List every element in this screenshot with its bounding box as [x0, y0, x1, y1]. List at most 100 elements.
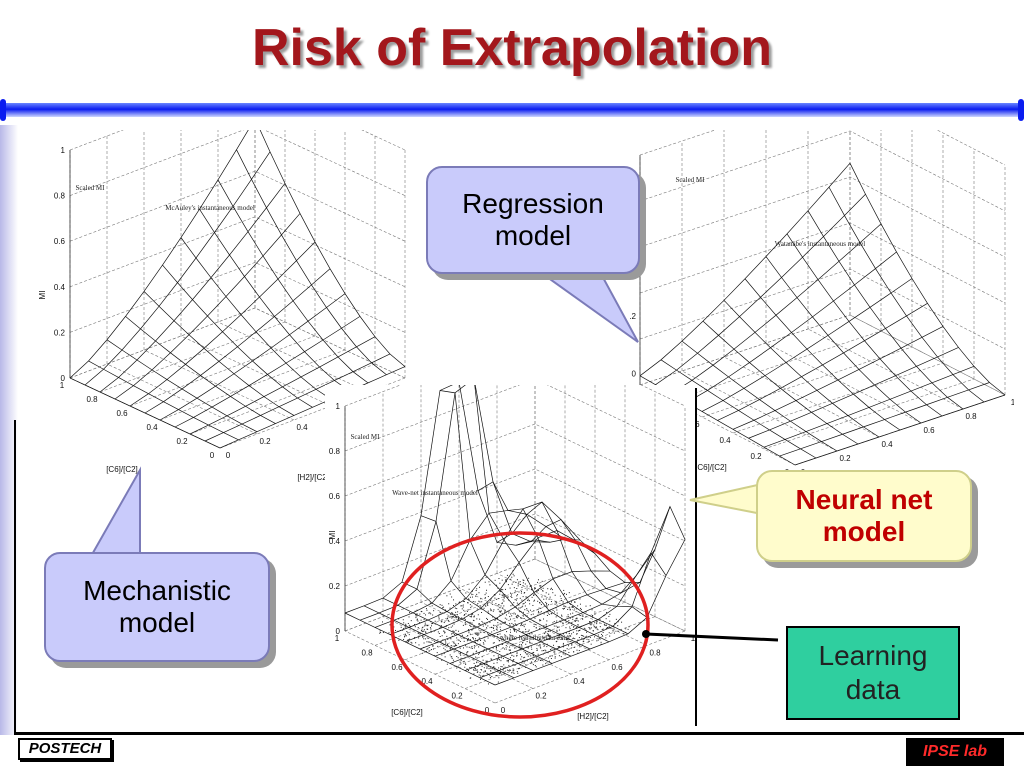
- learning-data-point: [400, 626, 402, 628]
- learning-data-point: [523, 662, 525, 664]
- learning-data-point: [575, 626, 577, 628]
- learning-data-point: [457, 619, 459, 621]
- learning-data-point: [512, 643, 514, 645]
- learning-data-point: [514, 599, 516, 601]
- learning-data-point: [467, 602, 469, 604]
- learning-data-point: [428, 650, 430, 652]
- learning-data-point: [520, 617, 522, 619]
- learning-data-point: [562, 622, 564, 624]
- learning-data-point: [461, 605, 463, 607]
- learning-data-point: [546, 602, 548, 604]
- learning-data-point: [403, 627, 405, 629]
- learning-data-point: [524, 609, 526, 611]
- learning-data-point: [459, 589, 461, 591]
- learning-data-point: [571, 624, 573, 626]
- learning-data-point: [602, 632, 604, 634]
- learning-data-point: [464, 619, 466, 621]
- learning-data-point: [604, 624, 606, 626]
- learning-data-point: [602, 621, 604, 623]
- learning-data-point: [473, 673, 475, 675]
- learning-data-point: [476, 633, 478, 635]
- learning-data-point: [513, 655, 515, 657]
- learning-data-point: [441, 659, 443, 661]
- learning-data-point: [515, 599, 517, 601]
- learning-data-point: [555, 607, 557, 609]
- learning-data-point: [558, 629, 560, 631]
- learning-data-point: [576, 633, 578, 635]
- learning-data-point: [446, 635, 448, 637]
- learning-data-point: [382, 632, 384, 634]
- regression-model-label: Regression model: [462, 187, 604, 251]
- learning-data-point: [511, 654, 513, 656]
- learning-data-point: [522, 615, 524, 617]
- learning-data-point: [488, 668, 490, 670]
- surface-mesh-line: [496, 501, 648, 618]
- learning-data-point: [499, 629, 501, 631]
- learning-data-point: [555, 621, 557, 623]
- learning-data-point: [597, 639, 599, 641]
- learning-data-point: [565, 627, 567, 629]
- learning-data-point: [552, 622, 554, 624]
- surface-mesh-line: [129, 241, 316, 407]
- learning-data-point: [505, 614, 507, 616]
- wavenet-plot-border: [695, 388, 697, 726]
- learning-data-point: [494, 579, 496, 581]
- learning-data-point: [498, 656, 500, 658]
- learning-data-point: [481, 675, 483, 677]
- learning-data-point: [557, 626, 559, 628]
- learning-data-point: [472, 628, 474, 630]
- learning-data-point: [551, 648, 553, 650]
- learning-data-point: [407, 622, 409, 624]
- learning-data-point: [535, 624, 537, 626]
- learning-data-point: [471, 647, 473, 649]
- learning-data-point: [505, 644, 507, 646]
- learning-data-point: [467, 609, 469, 611]
- learning-data-point: [563, 589, 565, 591]
- learning-data-point: [476, 634, 478, 636]
- learning-data-point: [537, 614, 539, 616]
- learning-data-point: [460, 652, 462, 654]
- learning-data-point: [442, 639, 444, 641]
- learning-data-point: [519, 646, 521, 648]
- learning-data-point: [525, 615, 527, 617]
- learning-data-point: [483, 671, 485, 673]
- learning-data-point: [498, 598, 500, 600]
- learning-data-point: [519, 611, 521, 613]
- learning-data-point: [562, 644, 564, 646]
- learning-data-point: [588, 639, 590, 641]
- back-gridline: [69, 130, 406, 151]
- learning-data-point: [520, 583, 522, 585]
- learning-data-point: [575, 598, 577, 600]
- learning-data-point: [455, 629, 457, 631]
- learning-data-point: [589, 623, 591, 625]
- learning-data-point: [475, 641, 477, 643]
- learning-data-point: [504, 594, 506, 596]
- learning-data-point: [513, 575, 515, 577]
- learning-data-point: [511, 576, 513, 578]
- mechanistic-model-label: Mechanistic model: [83, 574, 231, 638]
- learning-data-point: [479, 663, 481, 665]
- learning-data-point: [625, 628, 627, 630]
- learning-data-point: [522, 611, 524, 613]
- learning-data-point: [567, 614, 569, 616]
- learning-data-point: [473, 668, 475, 670]
- learning-data-point: [600, 643, 602, 645]
- learning-data-point: [500, 605, 502, 607]
- learning-data-point: [505, 611, 507, 613]
- learning-data-point: [572, 637, 574, 639]
- learning-data-point: [605, 624, 607, 626]
- learning-data-point: [564, 654, 566, 656]
- learning-data-point: [556, 612, 558, 614]
- learning-data-box: Learning data: [786, 626, 960, 720]
- learning-data-point: [487, 625, 489, 627]
- learning-data-point: [509, 631, 511, 633]
- learning-data-point: [537, 600, 539, 602]
- learning-data-point: [592, 630, 594, 632]
- learning-data-point: [579, 603, 581, 605]
- learning-data-point: [518, 604, 520, 606]
- footer-divider: [14, 732, 1024, 735]
- learning-data-point: [540, 647, 542, 649]
- learning-data-point: [548, 598, 550, 600]
- learning-data-point: [466, 640, 468, 642]
- learning-data-point: [446, 619, 448, 621]
